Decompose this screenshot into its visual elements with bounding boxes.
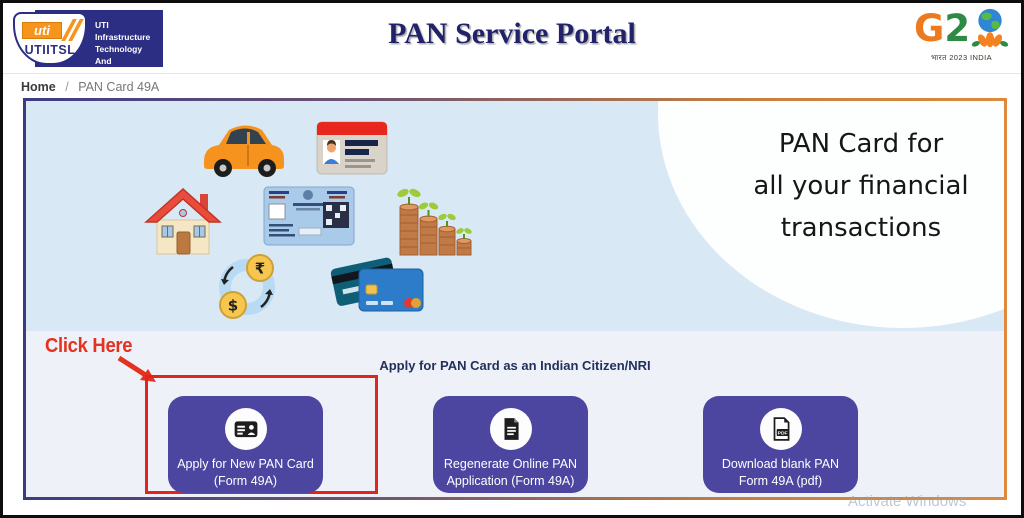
header-divider: [3, 73, 1021, 74]
button-label: Application (Form 49A): [446, 473, 575, 488]
document-icon: [489, 407, 532, 450]
button-label: (Form 49A): [213, 473, 278, 488]
svg-text:₹: ₹: [255, 260, 265, 278]
hero-heading-line: PAN Card for: [778, 129, 944, 159]
currency-exchange-illustration: ₹ $: [213, 251, 281, 326]
panel-inner: ₹ $: [26, 101, 1004, 497]
hero-banner: ₹ $: [26, 101, 1004, 331]
apply-section-label: Apply for PAN Card as an Indian Citizen/…: [379, 358, 651, 373]
breadcrumb-home-link[interactable]: Home: [21, 80, 56, 94]
breadcrumb-current: PAN Card 49A: [78, 80, 160, 94]
coins-with-plants-illustration: [396, 169, 474, 264]
button-label: Download blank PAN: [721, 456, 840, 471]
click-here-label: Click Here: [45, 335, 133, 357]
page-title: PAN Service Portal: [388, 17, 636, 50]
svg-text:PDF: PDF: [777, 431, 787, 437]
button-label: Apply for New PAN Card: [177, 456, 314, 471]
hero-heading-line: transactions: [780, 213, 942, 243]
hero-heading: PAN Card for all your financial transact…: [716, 123, 1004, 249]
button-label: Regenerate Online PAN: [443, 456, 578, 471]
id-card-illustration: [316, 119, 388, 182]
apply-new-pan-button[interactable]: Apply for New PAN Card (Form 49A): [168, 396, 323, 493]
pdf-icon: PDF: [759, 407, 802, 450]
breadcrumb: Home / PAN Card 49A: [21, 80, 159, 94]
download-blank-form-button[interactable]: PDF Download blank PAN Form 49A (pdf): [703, 396, 858, 493]
house-illustration: [143, 186, 223, 261]
g20-logo: G2 भारत 2023 INDIA: [914, 5, 1009, 69]
button-label: Form 49A (pdf): [738, 473, 823, 488]
main-panel: ₹ $: [23, 98, 1007, 500]
svg-text:$: $: [228, 297, 238, 315]
activate-windows-watermark: Activate Windows: [848, 493, 967, 510]
credit-cards-illustration: [329, 253, 427, 322]
pan-card-illustration: [263, 186, 355, 251]
car-illustration: [196, 115, 292, 188]
breadcrumb-separator: /: [65, 80, 69, 94]
g20-tagline: भारत 2023 INDIA: [930, 53, 992, 62]
utiitsl-logo[interactable]: uti UTIITSL UTI Infrastructure Technolog…: [13, 10, 163, 90]
uti-wordmark: uti: [22, 22, 62, 39]
g20-letter-g: G: [914, 7, 945, 50]
id-card-icon: [224, 407, 267, 450]
g20-digit-two: 2: [944, 7, 971, 50]
hero-heading-line: all your financial: [753, 171, 969, 201]
uti-shield-icon: uti UTIITSL: [13, 12, 87, 65]
utiitsl-wordmark: UTIITSL: [24, 43, 76, 57]
regenerate-pan-application-button[interactable]: Regenerate Online PAN Application (Form …: [433, 396, 588, 493]
globe-lotus-icon: [970, 5, 1010, 56]
